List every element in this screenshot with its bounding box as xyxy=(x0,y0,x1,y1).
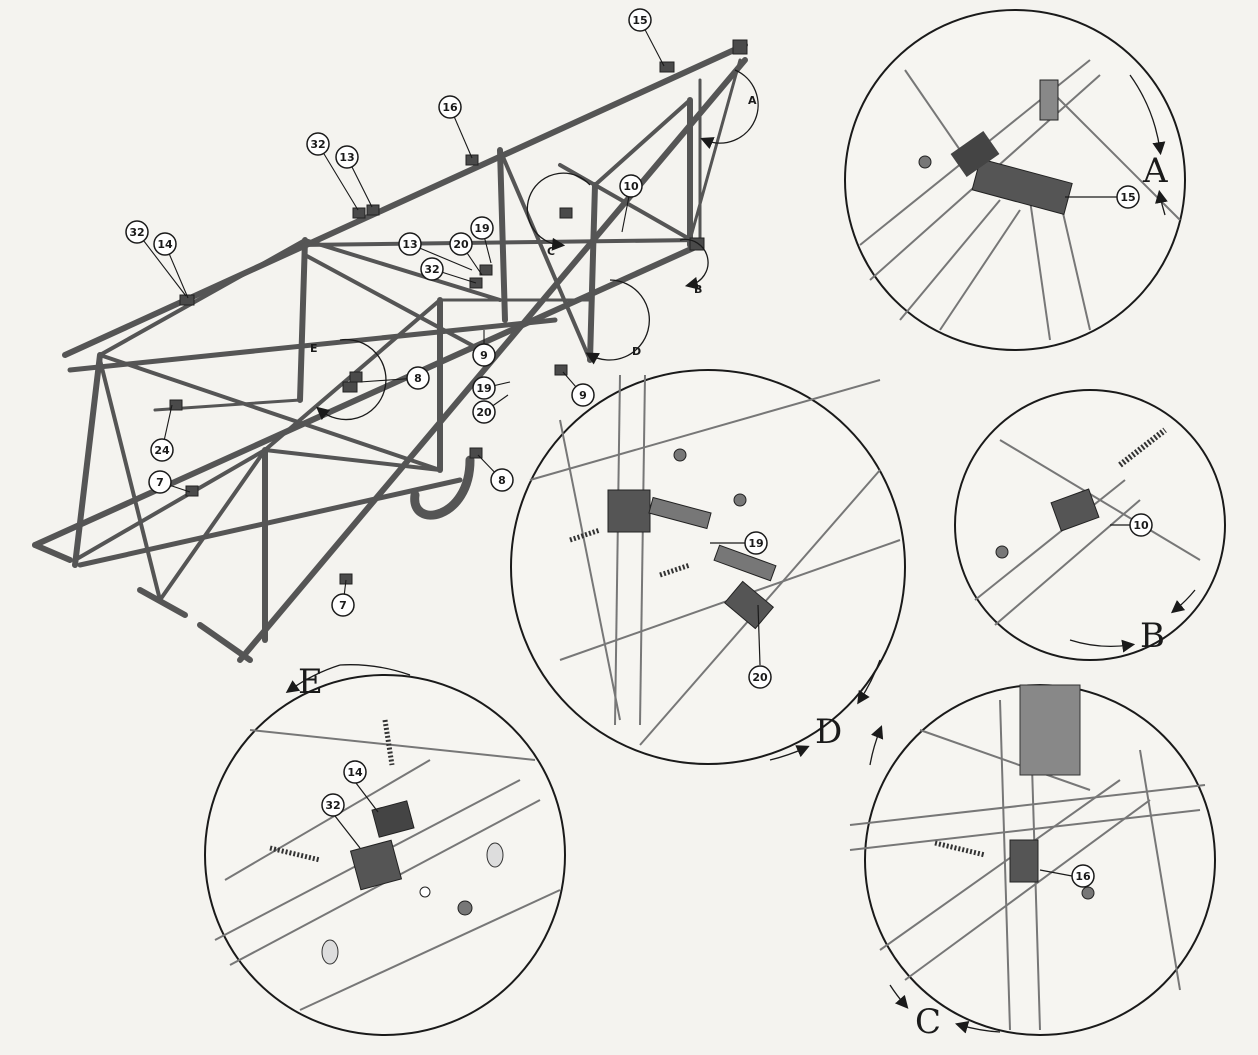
callout-num: 13 xyxy=(339,151,354,164)
callout-detail-d2: 20 xyxy=(748,604,772,689)
callout-c10: 10 xyxy=(619,174,643,233)
callout-circle xyxy=(472,400,496,424)
callout-c9a: 9 xyxy=(472,330,496,367)
callout-c32b: 32 xyxy=(125,220,187,297)
callout-c20a: 20 xyxy=(449,232,483,276)
callout-circle xyxy=(125,220,149,244)
callout-num: 13 xyxy=(402,238,417,251)
tag-c: C xyxy=(547,245,555,258)
callout-num: 20 xyxy=(476,406,492,419)
callout-detail-c: 16 xyxy=(1039,864,1095,888)
detail-reference-circles xyxy=(316,69,759,421)
callout-num: 15 xyxy=(632,14,647,27)
tag-e: E xyxy=(310,342,318,355)
callout-num: 14 xyxy=(157,238,173,251)
callout-circle xyxy=(449,232,473,256)
callout-c15: 15 xyxy=(628,8,665,67)
callout-c7b: 7 xyxy=(331,579,355,617)
callout-circle xyxy=(470,216,494,240)
callout-num: 16 xyxy=(1075,870,1091,883)
callout-c16: 16 xyxy=(438,95,473,159)
tag-b: B xyxy=(694,283,702,296)
callout-circle xyxy=(490,468,514,492)
callout-num: 9 xyxy=(480,349,488,362)
callout-circle xyxy=(150,438,174,462)
callout-c32a: 32 xyxy=(306,132,359,211)
callout-num: 24 xyxy=(154,444,170,457)
callout-num: 7 xyxy=(156,476,164,489)
callout-detail-d1: 19 xyxy=(710,531,768,555)
callout-circle xyxy=(331,593,355,617)
callout-c8a: 8 xyxy=(359,366,430,390)
detail-callouts: 15 10 16 19 20 14 32 xyxy=(321,185,1153,888)
callout-circle xyxy=(406,366,430,390)
callout-c24: 24 xyxy=(150,404,174,462)
callout-c7a: 7 xyxy=(148,470,191,494)
callout-num: 19 xyxy=(748,537,763,550)
callout-num: 19 xyxy=(476,382,491,395)
tag-a: A xyxy=(748,94,757,107)
detail-d: D xyxy=(510,369,906,765)
callout-c9b: 9 xyxy=(562,371,595,407)
callout-num: 14 xyxy=(347,766,363,779)
callout-num: 19 xyxy=(474,222,489,235)
detail-letter-b: B xyxy=(1140,616,1165,656)
callout-c32c: 32 xyxy=(420,257,477,284)
callout-num: 10 xyxy=(623,180,639,193)
callout-num: 16 xyxy=(442,101,458,114)
tag-d: D xyxy=(632,345,641,358)
callout-detail-e1: 14 xyxy=(343,760,379,813)
callout-c20b: 20 xyxy=(472,394,509,424)
callout-detail-a: 15 xyxy=(1065,185,1140,209)
callout-num: 8 xyxy=(414,372,422,385)
callout-circle xyxy=(398,232,422,256)
callout-c13b: 13 xyxy=(398,232,473,271)
callout-num: 32 xyxy=(325,799,340,812)
leader-line xyxy=(317,143,359,211)
callout-detail-e2: 32 xyxy=(321,793,361,849)
callout-c19a: 19 xyxy=(470,216,494,264)
detail-letter-e: E xyxy=(298,662,323,702)
detail-letter-c: C xyxy=(915,1002,941,1042)
main-callouts: 15 16 32 13 32 14 10 19 20 13 32 9 8 19 20 9 24 7 8 7 xyxy=(125,8,665,617)
callout-circle xyxy=(472,376,496,400)
leader-line xyxy=(136,231,187,297)
callout-num: 10 xyxy=(1133,519,1149,532)
detail-letter-a: A xyxy=(1142,151,1168,191)
callout-circle xyxy=(148,470,172,494)
callout-num: 8 xyxy=(498,474,506,487)
callout-circle xyxy=(335,145,359,169)
callout-c19b: 19 xyxy=(472,376,511,400)
callout-detail-b: 10 xyxy=(1110,513,1153,537)
callout-circle xyxy=(420,257,444,281)
callout-circle xyxy=(571,383,595,407)
callout-circle xyxy=(438,95,462,119)
detail-letter-d: D xyxy=(815,712,842,752)
callout-c13a: 13 xyxy=(335,145,373,208)
callout-num: 32 xyxy=(424,263,439,276)
callout-circle xyxy=(306,132,330,156)
callout-num: 20 xyxy=(752,671,768,684)
callout-c8b: 8 xyxy=(477,454,514,492)
detail-a: A xyxy=(844,9,1186,351)
callout-circle xyxy=(628,8,652,32)
callout-num: 20 xyxy=(453,238,469,251)
callout-circle xyxy=(472,343,496,367)
callout-num: 15 xyxy=(1120,191,1135,204)
callout-num: 32 xyxy=(310,138,325,151)
callout-c14: 14 xyxy=(153,232,189,299)
callout-num: 9 xyxy=(579,389,587,402)
callout-num: 32 xyxy=(129,226,144,239)
callout-num: 7 xyxy=(339,599,347,612)
callout-circle xyxy=(619,174,643,198)
fuselage-frame xyxy=(32,39,748,663)
detail-b: B xyxy=(954,389,1226,661)
detail-c: C xyxy=(849,684,1216,1042)
detail-e: E xyxy=(204,662,566,1036)
callout-circle xyxy=(153,232,177,256)
